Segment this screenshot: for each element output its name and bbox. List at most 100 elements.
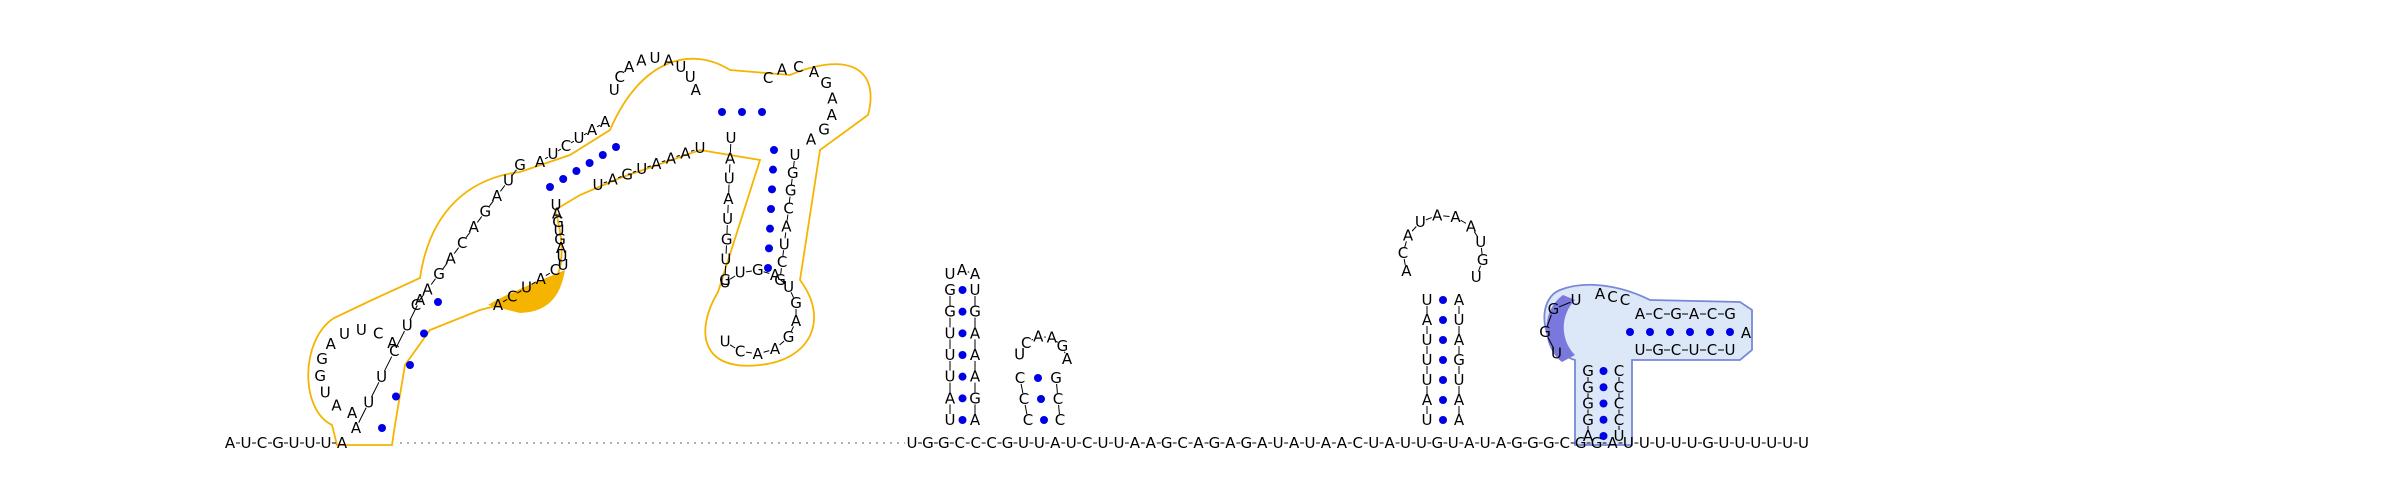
structure-4-nucleotide: U bbox=[1475, 233, 1486, 251]
structure-1-nucleotide: A bbox=[469, 218, 480, 236]
backbone-nucleotide: U bbox=[1098, 434, 1109, 452]
backbone-link bbox=[779, 278, 785, 284]
backbone-link bbox=[780, 268, 782, 275]
base-pair-dot bbox=[768, 185, 776, 194]
base-pair-dot bbox=[585, 159, 594, 167]
structure-5-nucleotide: A bbox=[1741, 324, 1752, 342]
structure-5-nucleotide: G bbox=[1582, 378, 1594, 396]
structure-2-nucleotide: G bbox=[944, 303, 956, 321]
base-pair-dot bbox=[958, 416, 967, 424]
backbone-nucleotide: C bbox=[1082, 434, 1092, 452]
backbone-nucleotide: U bbox=[1368, 434, 1379, 452]
backbone-link bbox=[517, 290, 522, 294]
structure-3-nucleotide: G bbox=[1057, 337, 1069, 355]
structure-1-nucleotide: G bbox=[480, 203, 492, 221]
backbone-link bbox=[1558, 301, 1571, 308]
structure-1-nucleotide: A bbox=[809, 63, 820, 81]
backbone-nucleotide: G bbox=[1209, 434, 1221, 452]
structure-1-nucleotide: U bbox=[548, 145, 559, 163]
structure-1-nucleotide: A bbox=[347, 404, 358, 422]
structure-3-nucleotide: A bbox=[1047, 329, 1058, 347]
structure-2-nucleotide: A bbox=[970, 411, 981, 429]
backbone-link bbox=[788, 196, 791, 203]
backbone-link bbox=[632, 170, 637, 173]
backbone-nucleotide: U bbox=[1655, 434, 1666, 452]
structure-1-nucleotide: A bbox=[827, 89, 838, 107]
structure-5-nucleotide: C bbox=[1707, 341, 1717, 359]
backbone-nucleotide: G bbox=[1002, 434, 1014, 452]
backbone-link bbox=[502, 298, 508, 303]
structure-5-nucleotide: C bbox=[1707, 305, 1717, 323]
base-pair-dot bbox=[738, 108, 746, 116]
structure-3-nucleotide: U bbox=[1014, 346, 1025, 364]
backbone-nucleotide: G bbox=[1161, 434, 1173, 452]
structure-2-nucleotide: U bbox=[945, 265, 956, 283]
backbone-nucleotide: U bbox=[241, 434, 252, 452]
structure-1-nucleotide: U bbox=[720, 332, 731, 350]
structure-5-nucleotide: G bbox=[1582, 411, 1594, 429]
backbone-link bbox=[1546, 314, 1552, 327]
base-pair-dot bbox=[958, 351, 967, 359]
structure-1-nucleotide: A bbox=[827, 106, 838, 124]
structure-1-nucleotide: A bbox=[777, 60, 788, 78]
base-pair-dot bbox=[1599, 432, 1608, 440]
backbone-link bbox=[1056, 383, 1058, 394]
structure-4-nucleotide: A bbox=[1466, 217, 1477, 235]
structure-5-nucleotide: A bbox=[1635, 305, 1646, 323]
base-pair-dot bbox=[958, 307, 967, 316]
base-pair-dot bbox=[1037, 395, 1045, 403]
backbone-nucleotide: U bbox=[1687, 434, 1698, 452]
structure-1-nucleotide: C bbox=[550, 261, 560, 279]
backbone-nucleotide: G bbox=[1591, 434, 1603, 452]
structure-5-nucleotide: C bbox=[1614, 395, 1624, 413]
base-pair-dot bbox=[1439, 316, 1447, 324]
structure-2-nucleotide: G bbox=[969, 303, 981, 321]
backbone-nucleotide: U bbox=[1623, 434, 1634, 452]
backbone-nucleotide: A bbox=[1607, 434, 1618, 452]
backbone-link bbox=[690, 149, 695, 152]
structure-1-nucleotide: G bbox=[433, 265, 445, 283]
structure-1-nucleotide: U bbox=[376, 368, 387, 386]
structure-1-nucleotide: U bbox=[685, 68, 696, 86]
structure-1-nucleotide: A bbox=[493, 296, 504, 314]
backbone-link bbox=[1063, 351, 1066, 354]
structure-4-nucleotide: A bbox=[1450, 208, 1461, 226]
structure-1-nucleotide: A bbox=[651, 155, 662, 173]
backbone-link bbox=[531, 281, 536, 285]
structure-5-purple-highlight bbox=[1546, 295, 1575, 362]
base-pair-dot bbox=[559, 175, 568, 183]
structure-3-nucleotide: A bbox=[1062, 350, 1073, 368]
structure-2-nucleotide: U bbox=[945, 368, 956, 386]
base-pair-dots bbox=[378, 108, 1734, 440]
backbone-link bbox=[511, 169, 517, 177]
base-pair-dot bbox=[1646, 328, 1654, 336]
backbone-nucleotide: U bbox=[1066, 434, 1077, 452]
base-pair-dot bbox=[392, 392, 400, 401]
structure-5-nucleotide: U bbox=[1551, 345, 1562, 363]
backbone-link bbox=[453, 247, 460, 254]
backbone-nucleotide: A bbox=[1130, 434, 1141, 452]
structure-5-nucleotide: A bbox=[1595, 285, 1606, 303]
structure-4-nucleotide: A bbox=[1432, 206, 1443, 224]
backbone-nucleotide: U bbox=[1448, 434, 1459, 452]
structure-1-nucleotide: A bbox=[492, 187, 503, 205]
structure-1-nucleotide: U bbox=[650, 49, 661, 67]
backbone-nucleotide: A bbox=[225, 434, 236, 452]
backbone-nucleotide: A bbox=[1464, 434, 1475, 452]
highlight-regions bbox=[307, 57, 1753, 446]
backbone-link bbox=[383, 356, 393, 372]
structure-1-nucleotide: A bbox=[556, 239, 567, 257]
backbone-nucleotide: G bbox=[1543, 434, 1555, 452]
structure-1-nucleotide: U bbox=[779, 235, 790, 253]
backbone-nucleotide: A bbox=[1337, 434, 1348, 452]
structure-1-nucleotide: C bbox=[793, 58, 803, 76]
structure-1-nucleotide: U bbox=[574, 129, 585, 147]
structure-1-nucleotide: G bbox=[818, 120, 830, 138]
backbone-nucleotide: U bbox=[1273, 434, 1284, 452]
structure-1-nucleotide: G bbox=[752, 261, 764, 279]
structure-3-nucleotide: C bbox=[1023, 411, 1033, 429]
base-pair-dot bbox=[1439, 376, 1447, 384]
backbone-link bbox=[745, 351, 752, 354]
backbone-link bbox=[396, 330, 405, 347]
backbone-link bbox=[1460, 219, 1467, 224]
